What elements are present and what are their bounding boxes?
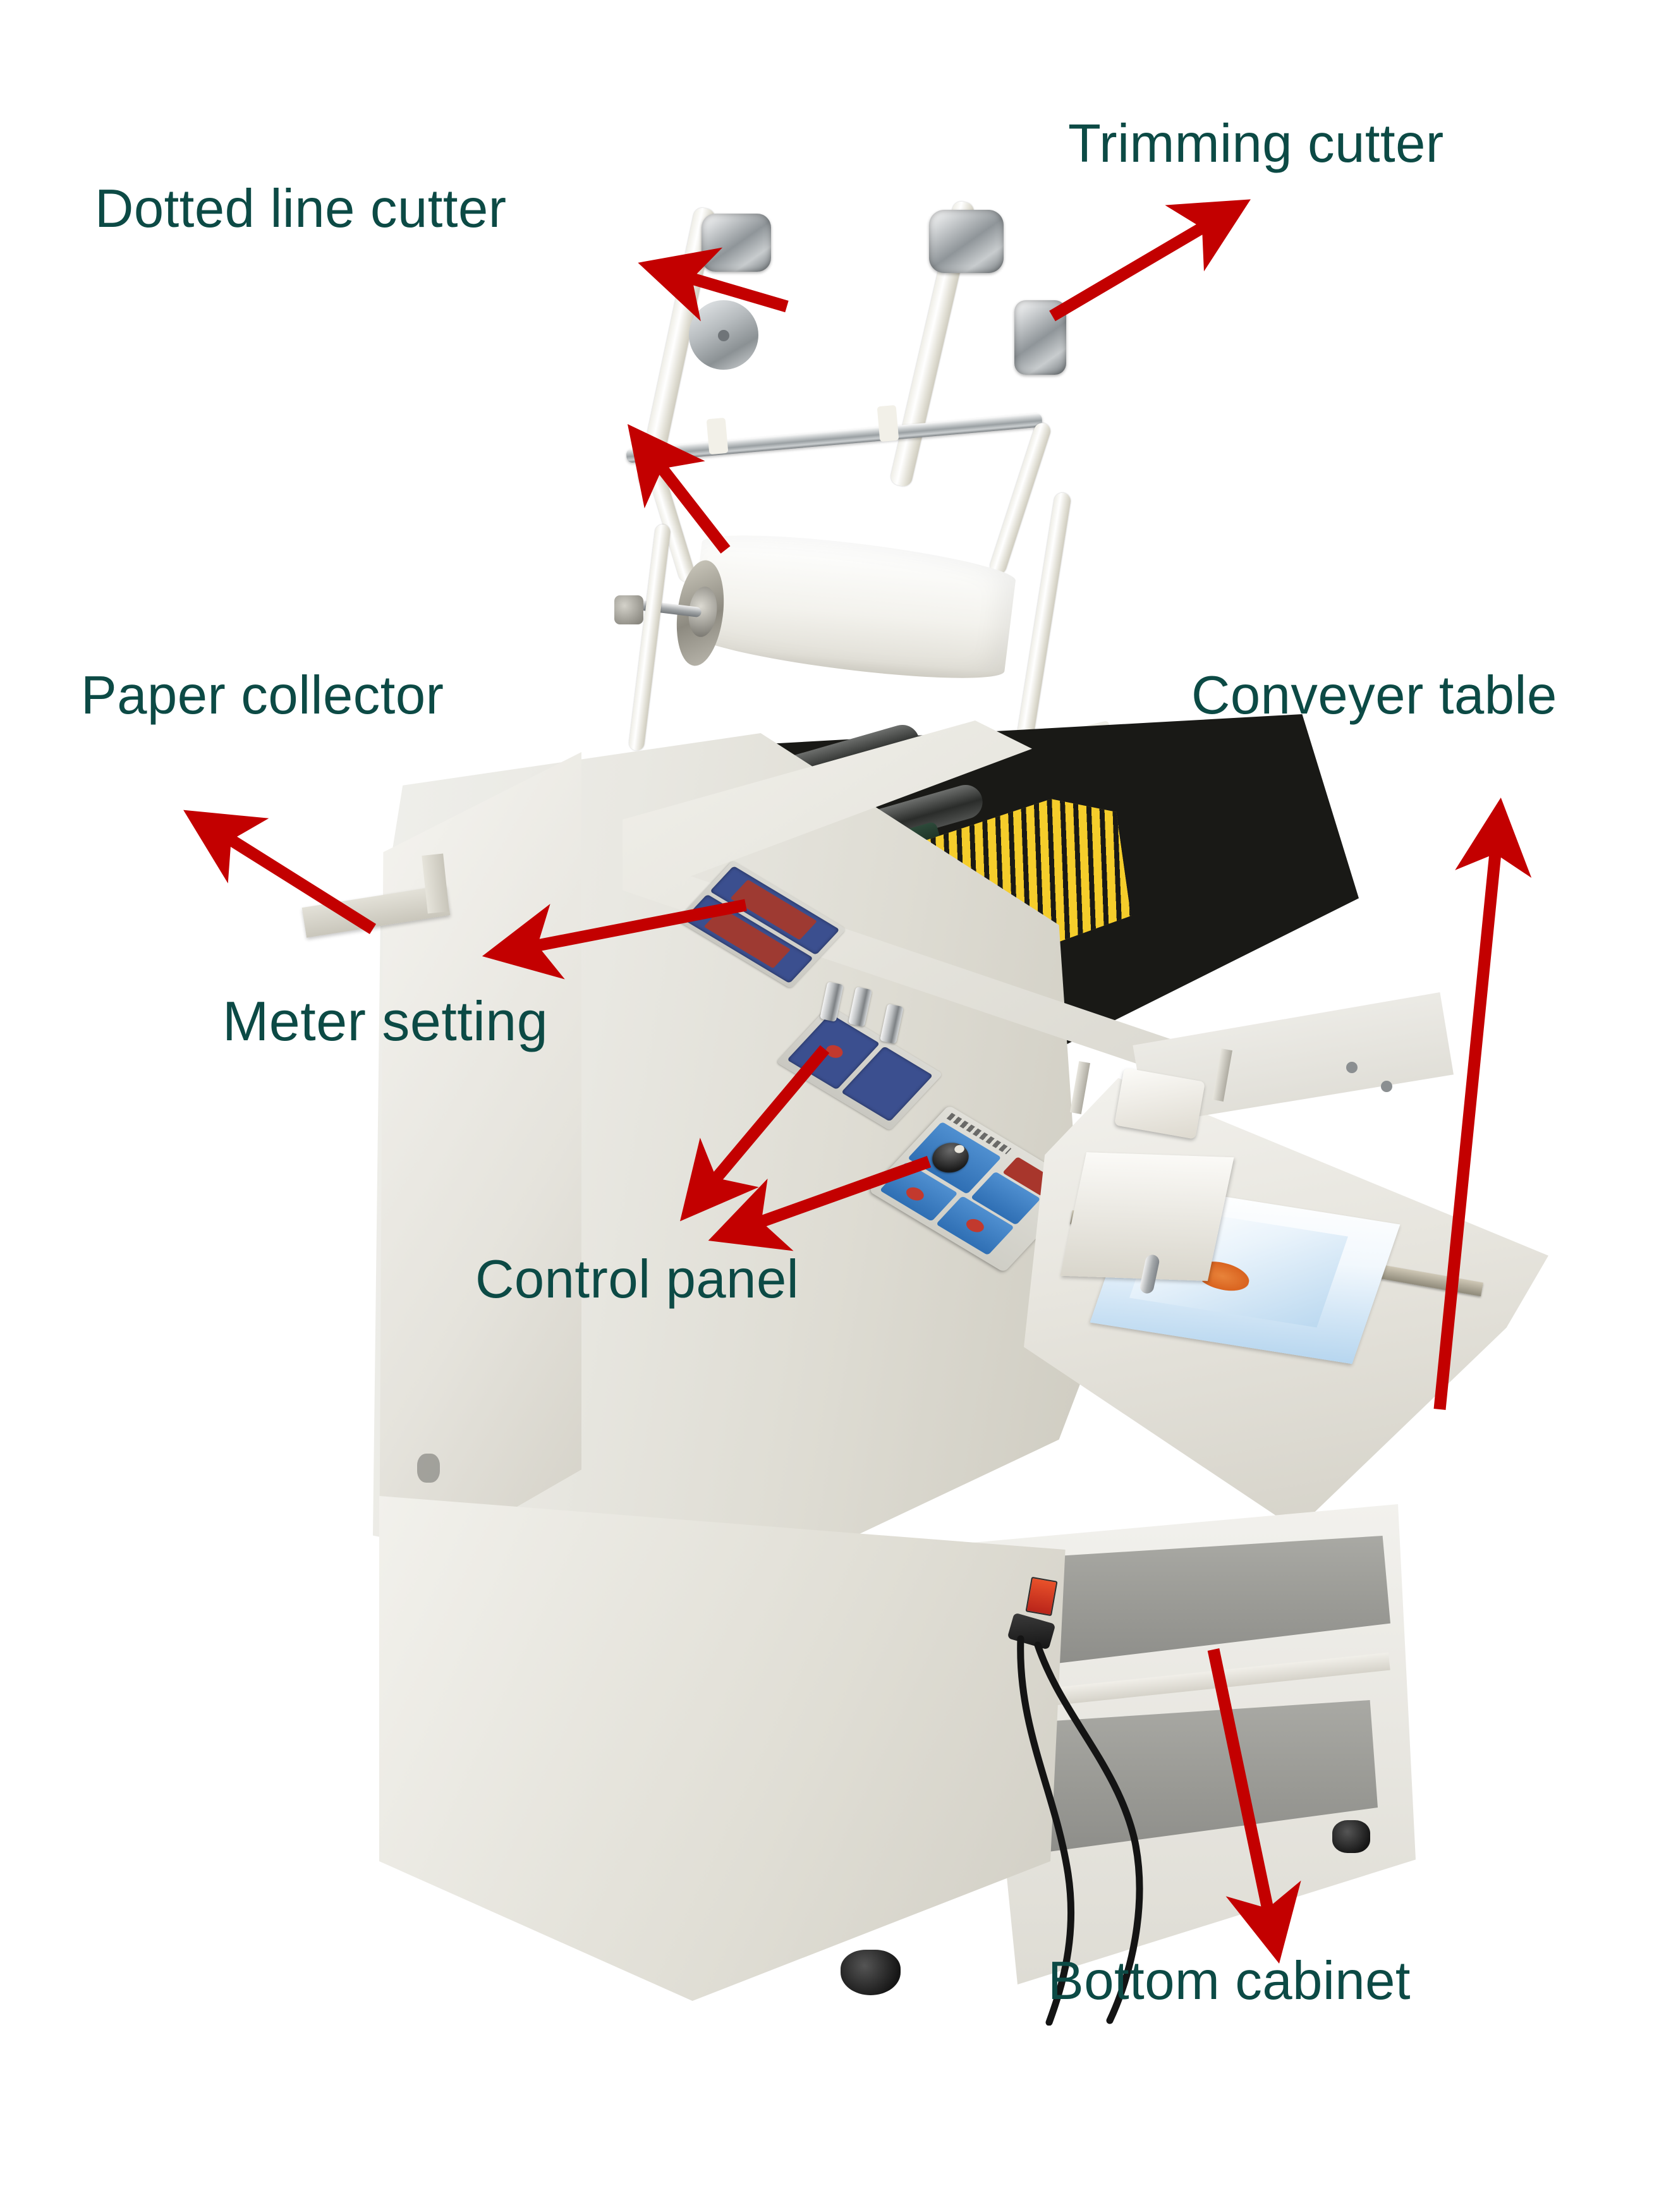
label-control-panel: Control panel: [475, 1249, 799, 1310]
label-paper-collector: Paper collector: [81, 665, 444, 726]
dotted-line-cutter-hub: [718, 330, 729, 341]
dotted-line-cutter-wheel-upper: [702, 214, 771, 272]
machine-foot-shadow: [417, 1454, 440, 1483]
conveyer-screw-1: [1346, 1062, 1358, 1073]
label-conveyer-table: Conveyer table: [1191, 665, 1557, 726]
power-cord: [1017, 1635, 1143, 2026]
cutter-collar-left: [706, 417, 729, 455]
caster-wheel-left: [841, 1950, 901, 1995]
label-trimming-cutter: Trimming cutter: [1068, 114, 1444, 174]
caster-wheel-right: [1332, 1820, 1370, 1853]
cutter-collar-right: [877, 404, 899, 442]
trimming-cutter-wheel: [1014, 300, 1066, 375]
delivery-bracket-1: [1070, 1061, 1090, 1114]
label-dotted-line-cutter: Dotted line cutter: [95, 179, 507, 239]
cutter-cross-bar: [626, 413, 1043, 463]
laminating-film-roll: [688, 525, 1018, 689]
film-roll-knob: [614, 595, 643, 624]
machine-left-side-panel: [379, 752, 581, 1586]
conveyer-screw-2: [1381, 1081, 1392, 1092]
film-roll-assembly: [614, 491, 1138, 762]
label-bottom-cabinet: Bottom cabinet: [1048, 1951, 1411, 2011]
film-roll-arm-left: [628, 523, 671, 751]
trimming-cutter-wheel-upper: [929, 210, 1004, 273]
label-meter-setting: Meter setting: [222, 990, 549, 1052]
